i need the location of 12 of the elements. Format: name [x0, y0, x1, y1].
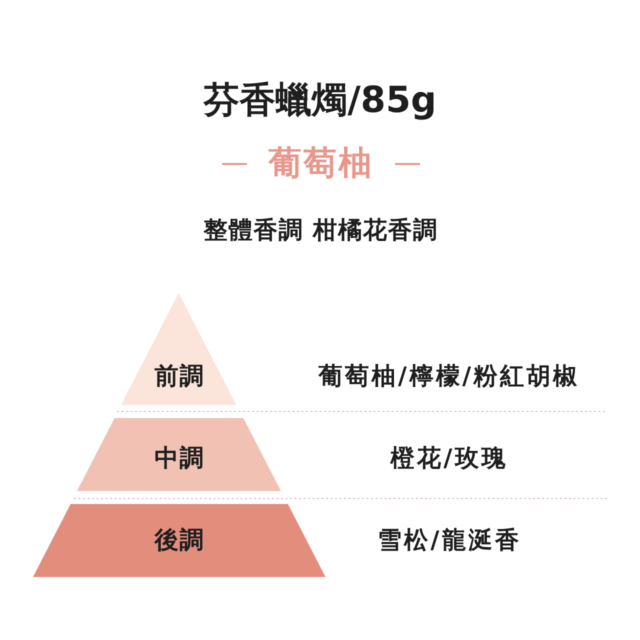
tier-label: 後調: [153, 526, 204, 554]
subtitle: 葡萄柚: [267, 143, 374, 183]
tier-label: 前調: [153, 362, 204, 390]
title: 芬香蠟燭/85g: [204, 78, 437, 122]
pyramid-tier: [32, 504, 326, 577]
scent-description: 整體香調 柑橘花香調: [202, 216, 438, 244]
note-text: 雪松/龍涎香: [376, 526, 522, 554]
tier-label: 中調: [153, 444, 204, 472]
note-text: 葡萄柚/檸檬/粉紅胡椒: [317, 362, 580, 390]
pyramid-tier: [121, 293, 237, 405]
pyramid-tier: [77, 418, 281, 491]
note-text: 橙花/玫瑰: [389, 444, 508, 472]
